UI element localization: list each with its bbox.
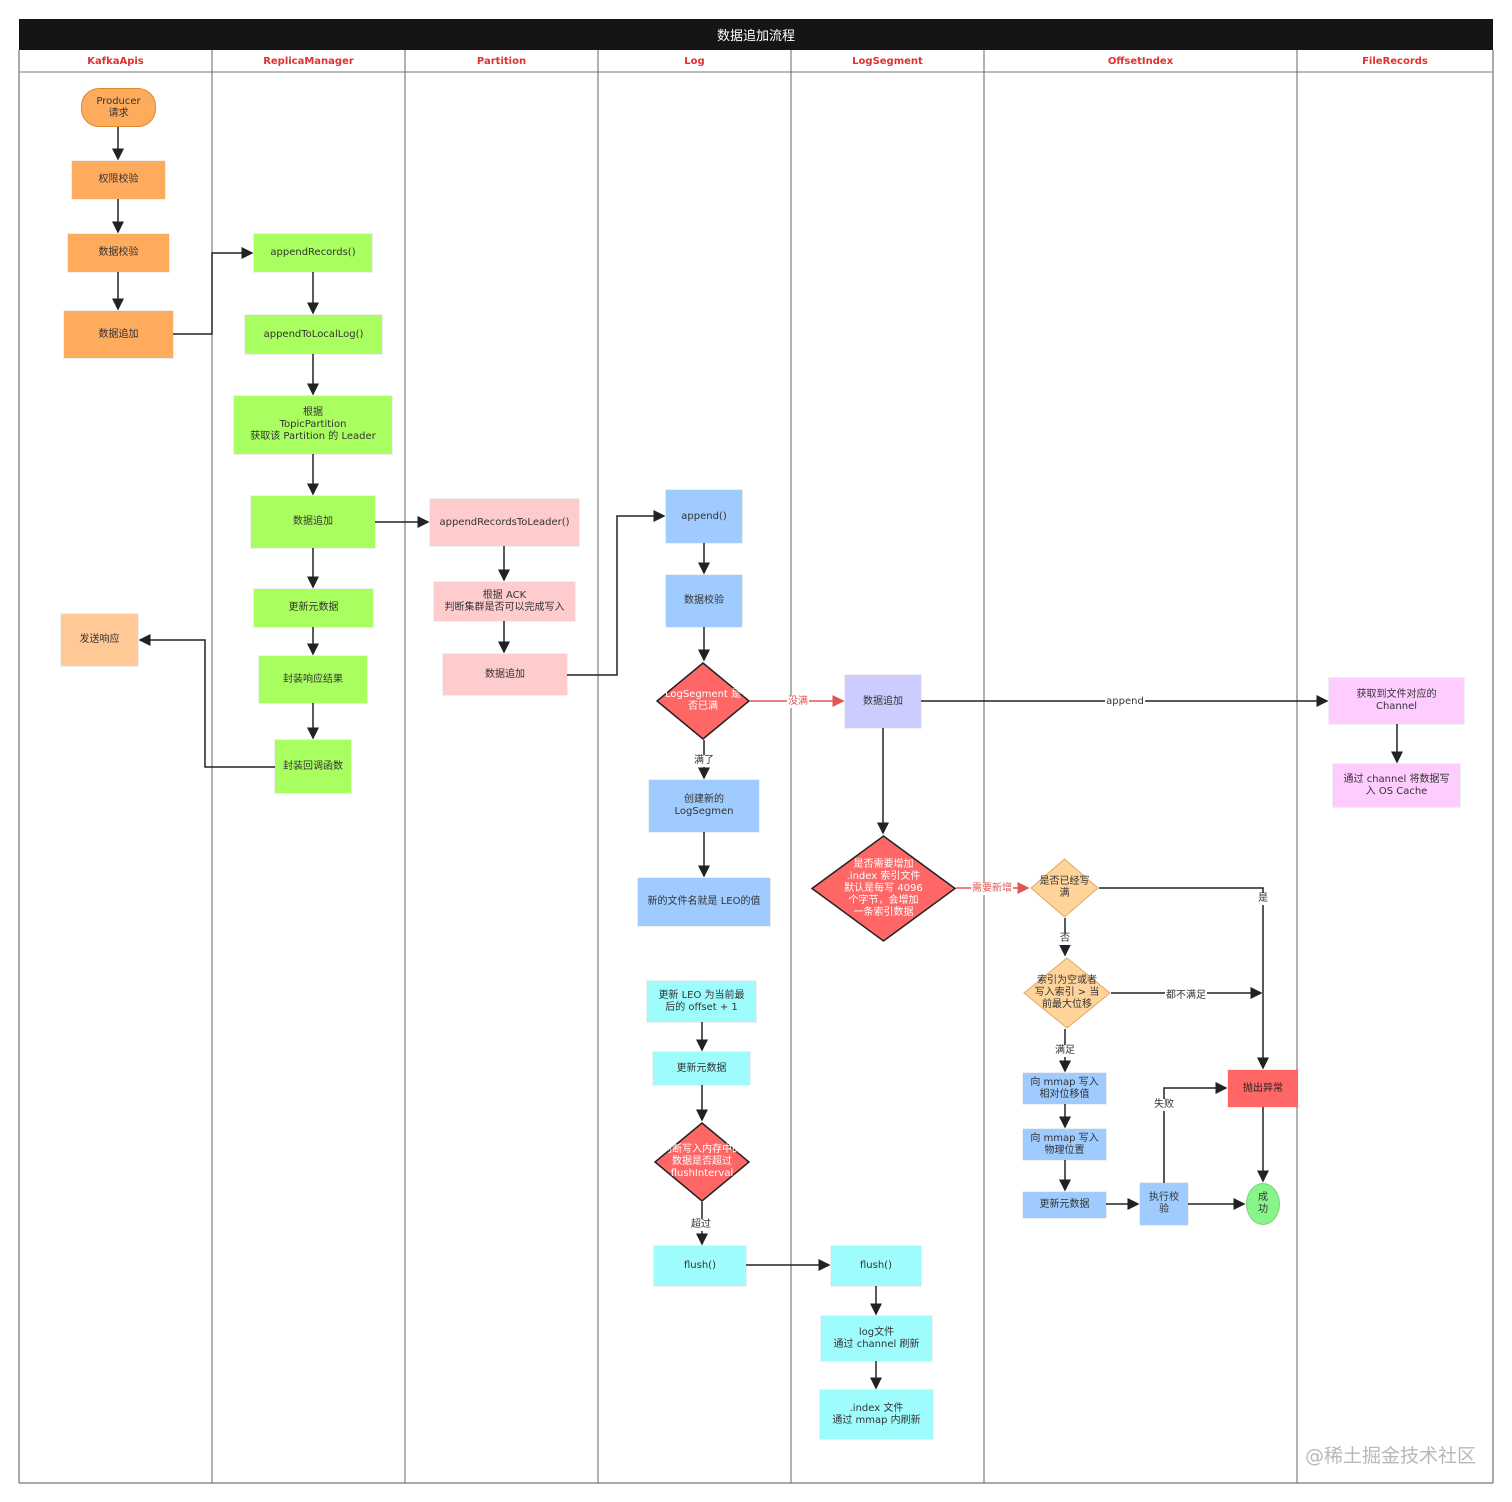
node-update-leo: 更新 LEO 为当前最 后的 offset + 1 <box>647 981 756 1022</box>
node-log-append: append() <box>666 490 742 543</box>
diagram-title: 数据追加流程 <box>19 19 1493 50</box>
node-ls-append: 数据追加 <box>845 675 921 728</box>
edge-14 <box>567 510 666 676</box>
node-mmap-phys: 向 mmap 写入 物理位置 <box>1023 1129 1106 1160</box>
node-wrap-callback: 封装回调函数 <box>275 740 351 793</box>
edge-label-append: append <box>1105 696 1145 708</box>
node-log-file-flush: log文件 通过 channel 刷新 <box>821 1316 932 1361</box>
edge-24 <box>1099 887 1269 1070</box>
lane-header-offsetindex: OffsetIndex <box>1107 56 1174 67</box>
lane-header-replicamanager: ReplicaManager <box>263 56 354 67</box>
node-send-resp: 发送响应 <box>61 614 138 666</box>
node-seg-full: LogSegment 是 否已满 <box>664 689 742 712</box>
node-need-index: 是否需要增加 .index 索引文件 默认是每写 4096 个字节，会增加 一条… <box>844 858 923 918</box>
node-need-index-shape <box>811 835 956 942</box>
node-seg-full-shape <box>656 662 750 740</box>
edge-3 <box>173 247 254 335</box>
swimlane-grid <box>18 50 1494 1484</box>
node-index-cond: 索引为空或者 写入索引 > 当 前最大位移 <box>1034 975 1100 1010</box>
node-index-file-flush: .index 文件 通过 mmap 内刷新 <box>820 1390 933 1439</box>
node-rm-append: 数据追加 <box>251 496 375 548</box>
node-ka-validate: 数据校验 <box>68 234 169 272</box>
node-ka-append: 数据追加 <box>64 311 173 358</box>
node-oi-update-meta: 更新元数据 <box>1023 1192 1106 1218</box>
node-throw-ex: 抛出异常 <box>1228 1070 1298 1107</box>
edge-label-full: 满了 <box>693 755 715 767</box>
node-ack-check: 根据 ACK 判断集群是否可以完成写入 <box>434 582 575 621</box>
edge-label-exceed: 超过 <box>690 1219 712 1231</box>
node-mmap-rel: 向 mmap 写入 相对位移值 <box>1023 1073 1106 1104</box>
node-wrap-result: 封装响应结果 <box>259 656 367 703</box>
edge-label-yes: 是 <box>1257 893 1269 905</box>
edge-label-neither: 都不满足 <box>1165 990 1207 1002</box>
node-success: 成 功 <box>1246 1183 1280 1225</box>
edge-32 <box>1163 1082 1228 1183</box>
node-flush-check: 判断写入内存中的 数据是否超过 flushInterval <box>662 1144 742 1179</box>
lane-header-kafkaapis: KafkaApis <box>87 56 144 67</box>
node-perm-check: 权限校验 <box>72 161 165 199</box>
node-exec-check: 执行校 验 <box>1140 1183 1188 1225</box>
node-create-seg: 创建新的 LogSegmen <box>649 780 759 832</box>
node-index-full: 是否已经写 满 <box>1039 876 1090 899</box>
edge-label-not-full: 没满 <box>787 696 809 708</box>
node-ls-flush: flush() <box>831 1246 921 1286</box>
node-p-append: 数据追加 <box>443 654 567 695</box>
node-get-channel: 获取到文件对应的 Channel <box>1329 678 1464 724</box>
lane-header-log: Log <box>684 56 705 67</box>
node-log-validate: 数据校验 <box>666 575 742 627</box>
node-append-to-leader: appendRecordsToLeader() <box>430 499 579 546</box>
lane-header-filerecords: FileRecords <box>1362 56 1428 67</box>
node-flush-check-shape <box>654 1122 750 1202</box>
node-rm-update-meta: 更新元数据 <box>254 589 373 627</box>
lane-header-partition: Partition <box>476 56 527 67</box>
edges <box>112 127 1403 1390</box>
node-append-local: appendToLocalLog() <box>245 315 382 354</box>
edge-label-need-add: 需要新增 <box>971 883 1013 895</box>
node-log-flush: flush() <box>654 1246 746 1286</box>
edge-10 <box>138 634 275 768</box>
lane-header-logsegment: LogSegment <box>852 56 923 67</box>
node-index-cond-shape <box>1023 957 1111 1029</box>
node-write-cache: 通过 channel 将数据写 入 OS Cache <box>1333 764 1460 807</box>
node-get-leader: 根据 TopicPartition 获取该 Partition 的 Leader <box>234 396 392 454</box>
edge-label-fail: 失败 <box>1153 1099 1175 1111</box>
node-append-records: appendRecords() <box>254 234 372 272</box>
node-producer: Producer 请求 <box>81 88 156 127</box>
edge-label-satisfied: 满足 <box>1054 1045 1076 1057</box>
node-log-update-meta: 更新元数据 <box>653 1052 750 1085</box>
node-index-full-shape <box>1030 858 1099 918</box>
edge-label-no: 否 <box>1059 933 1071 945</box>
watermark: @稀土掘金技术社区 <box>1304 1445 1476 1467</box>
node-new-filename: 新的文件名就是 LEO的值 <box>638 878 770 926</box>
